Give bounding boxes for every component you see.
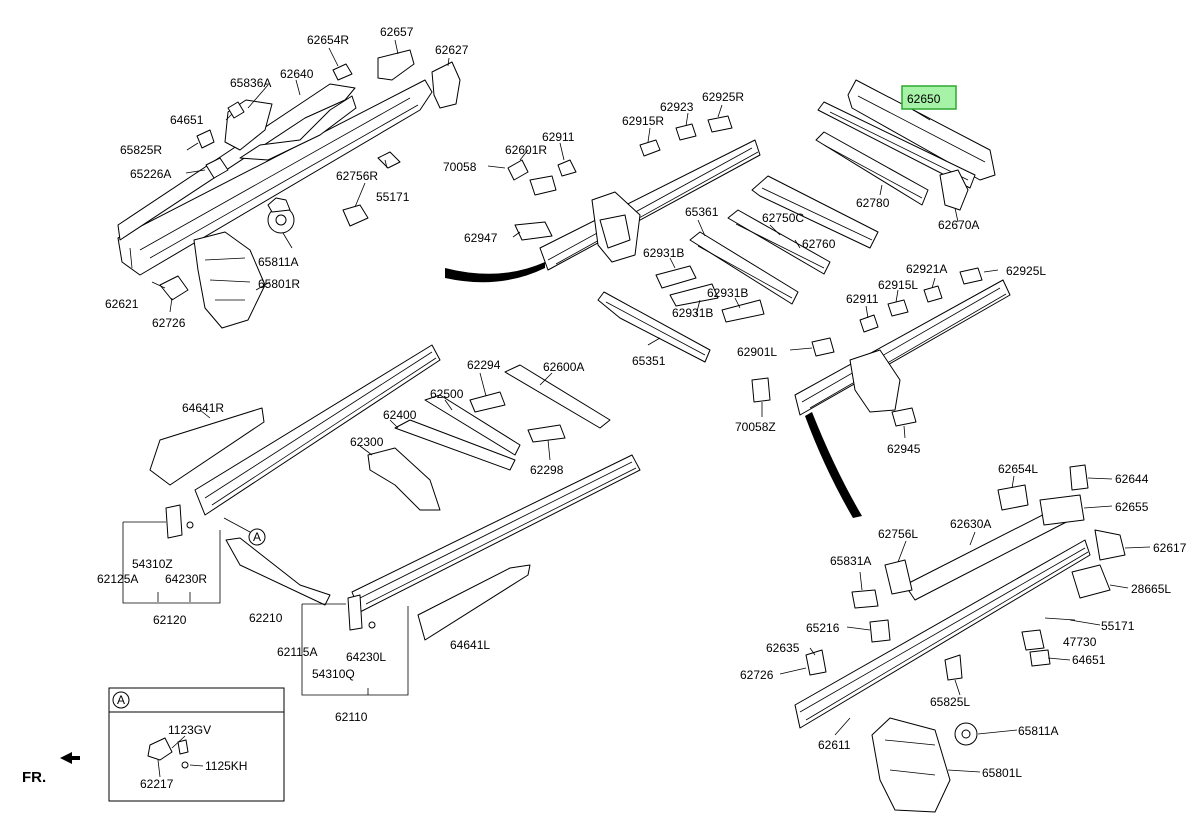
- label-1123GV[interactable]: 1123GV: [168, 723, 211, 737]
- label-62125A[interactable]: 62125A: [97, 572, 138, 586]
- label-62217[interactable]: 62217: [140, 777, 174, 791]
- label-64230L[interactable]: 64230L: [346, 650, 386, 664]
- label-64641L[interactable]: 64641L: [450, 638, 490, 652]
- detail-a-box: [108, 687, 285, 802]
- label-65226A[interactable]: 65226A: [130, 167, 171, 181]
- label-62210[interactable]: 62210: [249, 611, 283, 625]
- label-64641R[interactable]: 64641R: [182, 401, 224, 415]
- part-labels: 62654R 62657 62627 65836A 62640 64651 65…: [22, 25, 1187, 791]
- front-side-members: [122, 344, 641, 696]
- label-55171[interactable]: 55171: [376, 190, 410, 204]
- label-62621[interactable]: 62621: [105, 297, 139, 311]
- label-62915R[interactable]: 62915R: [622, 114, 664, 128]
- label-62726[interactable]: 62726: [152, 316, 186, 330]
- label-62500[interactable]: 62500: [430, 387, 464, 401]
- label-62750C[interactable]: 62750C: [762, 211, 804, 225]
- label-65361[interactable]: 65361: [685, 205, 719, 219]
- label-62726-b[interactable]: 62726: [740, 668, 774, 682]
- label-62947[interactable]: 62947: [464, 231, 498, 245]
- label-62650[interactable]: 62650: [907, 92, 941, 106]
- label-62925R[interactable]: 62925R: [702, 90, 744, 104]
- label-62601R[interactable]: 62601R: [505, 143, 547, 157]
- label-62911[interactable]: 62911: [542, 130, 575, 144]
- label-62931B-a[interactable]: 62931B: [643, 246, 684, 260]
- label-62931B-b[interactable]: 62931B: [707, 286, 748, 300]
- label-62635[interactable]: 62635: [766, 641, 800, 655]
- rear-side-member-rh: [117, 39, 461, 329]
- label-62617[interactable]: 62617: [1153, 541, 1187, 555]
- center-crossmembers: [597, 175, 879, 363]
- rear-crossmember: [815, 79, 996, 223]
- label-62400[interactable]: 62400: [383, 408, 417, 422]
- label-54310Z[interactable]: 54310Z: [132, 557, 173, 571]
- label-64651-b[interactable]: 64651: [1072, 653, 1106, 667]
- label-65825L[interactable]: 65825L: [930, 695, 970, 709]
- label-65836A[interactable]: 65836A: [230, 76, 271, 90]
- label-64651[interactable]: 64651: [170, 113, 204, 127]
- label-62655[interactable]: 62655: [1115, 500, 1149, 514]
- label-62780[interactable]: 62780: [856, 196, 890, 210]
- callout-a-label: A: [253, 530, 261, 544]
- label-64230R[interactable]: 64230R: [165, 572, 207, 586]
- label-55171-b[interactable]: 55171: [1101, 619, 1135, 633]
- label-65811A[interactable]: 65811A: [258, 255, 298, 269]
- label-62921A[interactable]: 62921A: [906, 262, 947, 276]
- highlight-box-62650: [901, 85, 957, 110]
- label-28665L[interactable]: 28665L: [1131, 582, 1171, 596]
- label-65216[interactable]: 65216: [806, 621, 840, 635]
- label-62911-b[interactable]: 62911: [846, 292, 879, 306]
- detail-box-a-label: A: [117, 693, 125, 707]
- label-65801L[interactable]: 65801L: [982, 766, 1022, 780]
- label-70058[interactable]: 70058: [443, 160, 477, 174]
- label-1125KH[interactable]: 1125KH: [205, 759, 247, 773]
- rear-side-member-lh: [779, 464, 1151, 813]
- label-62294[interactable]: 62294: [467, 358, 501, 372]
- label-62300[interactable]: 62300: [350, 435, 384, 449]
- label-62670A[interactable]: 62670A: [938, 218, 979, 232]
- label-62657[interactable]: 62657: [380, 25, 414, 39]
- label-62115A[interactable]: 62115A: [277, 645, 317, 659]
- label-62611[interactable]: 62611: [818, 738, 851, 752]
- label-62756L[interactable]: 62756L: [878, 527, 918, 541]
- label-54310Q[interactable]: 54310Q: [312, 667, 355, 681]
- label-70058Z[interactable]: 70058Z: [735, 420, 776, 434]
- label-62931B-c[interactable]: 62931B: [672, 306, 713, 320]
- callout-a-circle: [248, 528, 266, 546]
- label-65351[interactable]: 65351: [632, 354, 666, 368]
- label-62760[interactable]: 62760: [802, 237, 836, 251]
- center-floor-member: [445, 104, 761, 283]
- label-62630A[interactable]: 62630A: [950, 517, 991, 531]
- front-direction-indicator: [60, 752, 80, 764]
- label-62600A[interactable]: 62600A: [543, 360, 584, 374]
- label-62298[interactable]: 62298: [530, 463, 564, 477]
- label-62110[interactable]: 62110: [335, 710, 368, 724]
- label-62640[interactable]: 62640: [280, 67, 314, 81]
- label-65831A[interactable]: 65831A: [830, 554, 871, 568]
- label-62654R[interactable]: 62654R: [307, 33, 349, 47]
- label-62945[interactable]: 62945: [887, 442, 921, 456]
- label-62756R[interactable]: 62756R: [336, 169, 378, 183]
- label-62925L[interactable]: 62925L: [1006, 264, 1046, 278]
- label-62923[interactable]: 62923: [660, 100, 694, 114]
- label-62644[interactable]: 62644: [1115, 472, 1149, 486]
- label-62627[interactable]: 62627: [435, 43, 469, 57]
- label-62120[interactable]: 62120: [153, 613, 187, 627]
- label-65811A-b[interactable]: 65811A: [1018, 724, 1058, 738]
- front-label: FR.: [22, 769, 46, 786]
- center-floor-member-lh: [751, 267, 1011, 518]
- label-62901L[interactable]: 62901L: [737, 345, 777, 359]
- label-47730[interactable]: 47730: [1063, 635, 1097, 649]
- label-65801R[interactable]: 65801R: [258, 277, 300, 291]
- label-62654L[interactable]: 62654L: [998, 462, 1038, 476]
- label-62915L[interactable]: 62915L: [878, 278, 918, 292]
- label-65825R[interactable]: 65825R: [120, 143, 162, 157]
